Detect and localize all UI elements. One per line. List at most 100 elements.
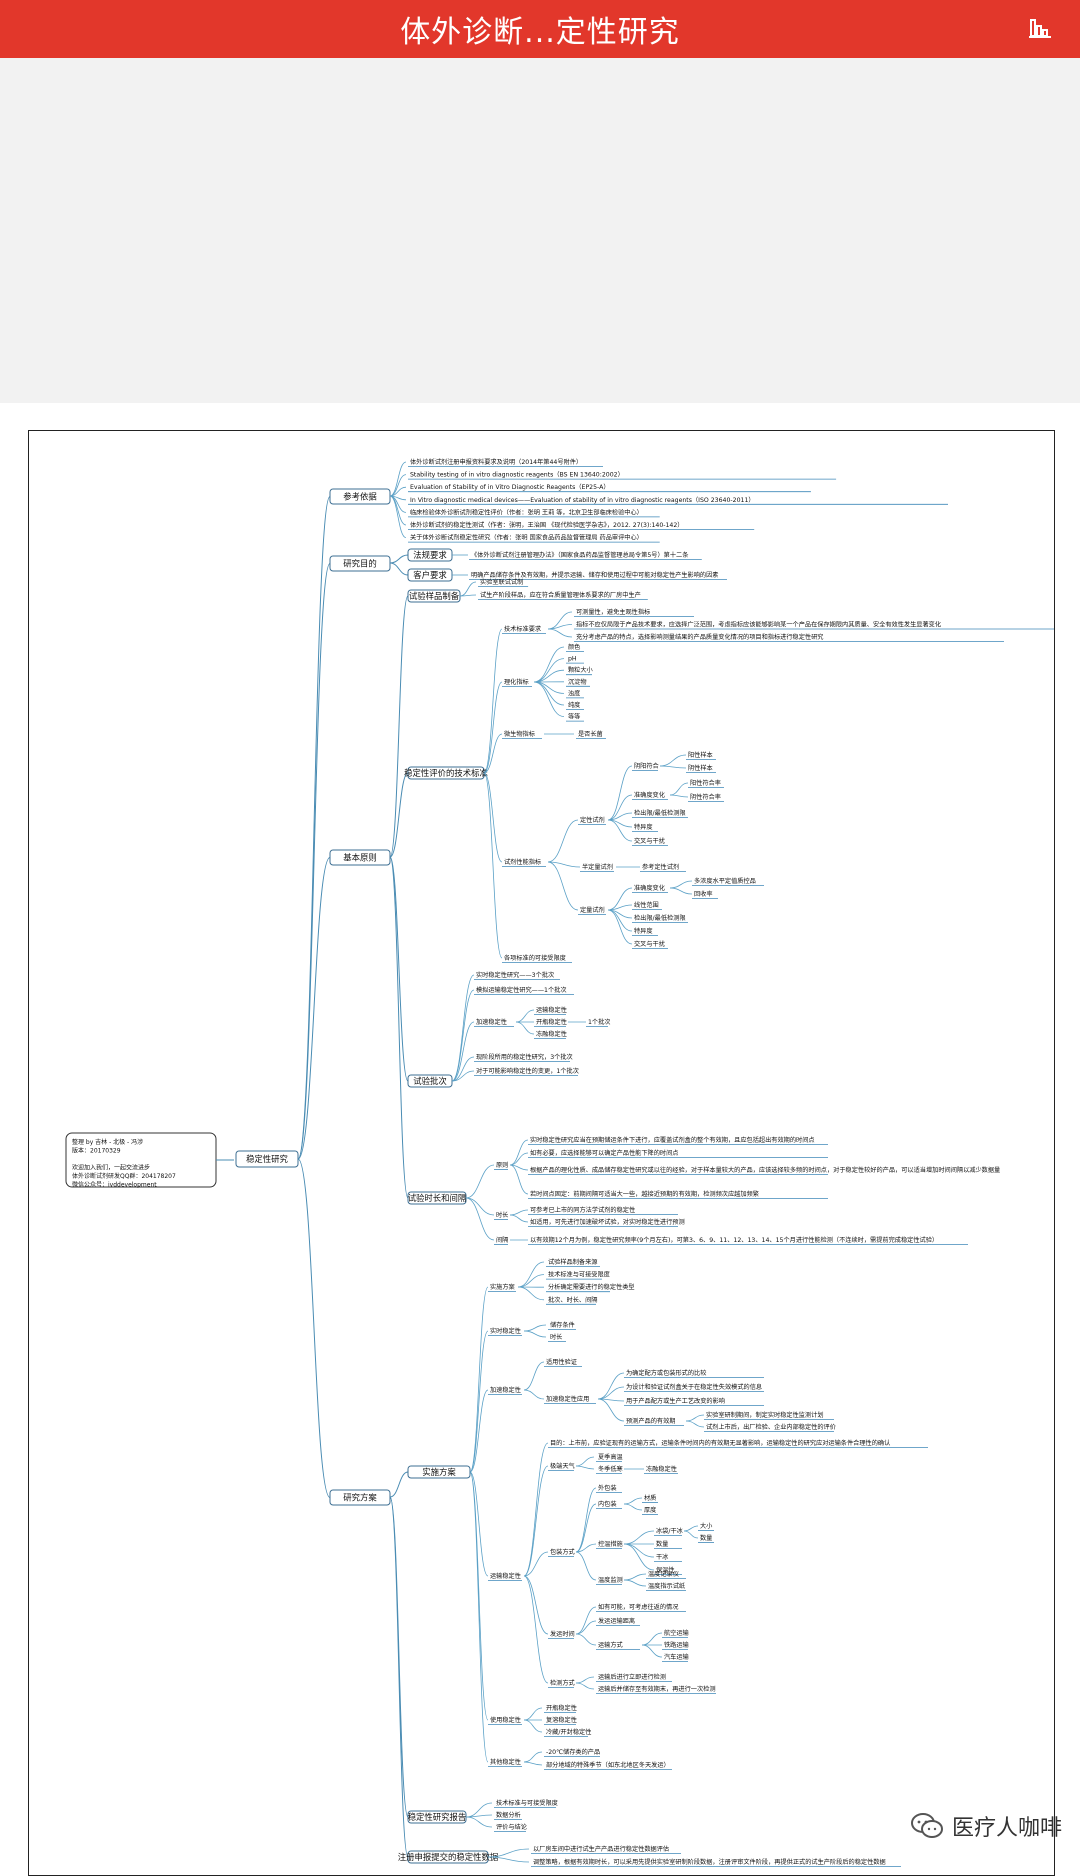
connector [469,1471,489,1577]
connector [623,1497,643,1505]
connector [547,861,579,911]
pack-temp-2: 干冰 [656,1553,669,1561]
batch-sub-0: 运输稳定性 [536,1006,567,1014]
batch-item-4: 对于可能影响稳定性的变更，1个批次 [476,1067,579,1075]
batch-sub-1: 开瓶稳定性 [536,1018,567,1026]
pack-inner-0: 材质 [644,1494,656,1502]
connector [575,1633,597,1646]
quant-sub2-0: 多浓度水平定值质控品 [694,877,756,885]
batch-item-3: 现阶段所用的稳定性研究，3个批次 [476,1053,573,1061]
impl-item-2: 分析确定需要进行的稳定性类型 [548,1283,635,1291]
connector [389,1496,409,1818]
realtime-item-1: 时长 [550,1333,562,1341]
connector [623,1579,647,1587]
ref-item-6: 关于体外诊断试剂稳定性研究（作者：张明 国家食品药品监督管理局 药品审评中心） [410,534,643,542]
duration-1: 如适用，可先进行加速破坏试验，对实时稳定性进行预测 [530,1218,685,1226]
connector [575,1487,597,1553]
connector [389,772,409,858]
connector [685,1420,705,1428]
connector [389,856,409,1082]
connector [389,495,407,538]
connector [509,1139,529,1166]
report-item-1: 数据分析 [496,1811,521,1819]
author-note-line-3: 欢迎加入我们，一起交流进步 [72,1164,150,1172]
semi-item-0: 参考定性试剂 [642,863,679,871]
root-node: 稳定性研究 [246,1154,288,1164]
empty-content-area [0,58,1080,403]
connector [483,772,503,863]
connector [533,681,565,694]
connector [623,1503,643,1511]
quant-sub-0: 准确度变化 [634,884,665,892]
pack-item-1: 内包装 [598,1500,617,1508]
author-note-line-1: 版本：20170329 [72,1147,121,1155]
author-note-line-5: 微信公众号：ivddevelopment [72,1181,157,1189]
bar-chart-icon[interactable] [1028,16,1052,40]
connector [517,1261,545,1288]
principle-3: 若时间点固定：前期间隔可适当大一些，越接近预期的有效期，检测频次应越加频繁 [530,1190,759,1198]
connector [465,1814,493,1818]
connector [575,1465,595,1470]
connector [509,1164,529,1195]
test-item-1: 运输后并储存至有效期末，再进行一次检测 [598,1685,716,1693]
connector [623,1530,655,1545]
connector [575,1620,597,1635]
pack-item-2: 控温措施 [598,1540,623,1548]
batch-item-0: 实时稳定性研究——3个批次 [476,971,554,979]
qual-sub-1: 准确度变化 [634,791,665,799]
physchem-item-1: pH [568,656,577,663]
weather: 极端天气 [550,1462,575,1470]
other-item-0: -20℃储存类的产品 [546,1748,600,1756]
other: 其他稳定性 [490,1758,521,1766]
connector [547,819,579,863]
report: 稳定性研究报告 [408,1812,467,1822]
physchem: 理化指标 [504,678,529,686]
test-mode: 检测方式 [550,1679,575,1687]
ship-mode-2: 汽车运输 [664,1653,690,1661]
connector [459,594,477,597]
test-item-0: 运输后进行立即进行检测 [598,1673,666,1681]
tech-other: 各项标准的可接受限度 [504,954,566,962]
connector [575,1676,595,1684]
qual-sub2-0: 阳性样本 [688,751,713,759]
sample-item-1: 试生产阶段样品，应在符合质量管理体系要求的厂房中生产 [480,591,641,599]
quant-sub-2: 检出限/最低检测限 [634,914,686,922]
report-item-2: 评价与结论 [496,1823,528,1831]
connector [623,1543,655,1571]
qual-sub-0: 阴阳符合 [634,762,659,770]
ref-item-3: In Vitro diagnostic medical devices——Eva… [410,497,755,504]
connector [389,856,409,1199]
report-item-0: 技术标准与可接受限度 [496,1799,558,1807]
ref-item-2: Evaluation of Stability of in Vitro Diag… [410,484,610,491]
accel-app-0: 为确定配方或包装形式的比较 [626,1369,706,1377]
connector [575,1543,597,1553]
ship-item-1: 发运运输距离 [598,1617,635,1625]
connector [523,1761,543,1766]
accel-item-0: 适用性验证 [546,1358,577,1366]
connector [515,1009,535,1023]
pack-monitor-1: 温度指示试纸 [648,1582,685,1590]
accel-app-1: 为设计和验证试剂盒关于在稳定性失效模式的信息 [626,1383,762,1391]
physchem-item-5: 纯度 [568,701,580,709]
connector [575,1551,597,1581]
impl-item-3: 批次、时长、间隔 [548,1296,598,1304]
mindmap: 整理 by 吉林 - 北极 - 冯涉版本：20170329欢迎加入我们，一起交流… [65,458,1054,1867]
connector [547,628,573,638]
purpose-text-1: 明确产品储存条件及有效期，并提示运输、储存和使用过程中可能对稳定性产生影响的因素 [471,571,719,579]
purpose-text-0: 《体外诊断试剂注册管理办法》（国家食品药品监督管理总局令第5号）第十二条 [471,551,688,559]
principle-2: 根据产品的理化性质、成品储存稳定性研究或以往的经验，对于样本量较大的产品，应该选… [530,1166,1000,1174]
accel-app-2: 用于产品配方或生产工艺改变的影响 [626,1397,725,1405]
connector [465,1816,493,1828]
duration-0: 可参考已上市的同方法学试剂的稳定性 [530,1206,635,1214]
tech-req-item-2: 充分考虑产品的特点，选择影响测量结果的产品质量变化情况的项目和指标进行稳定性研究 [576,633,824,641]
freeze: 冻融稳定性 [646,1465,677,1473]
tech-req-item-1: 指标不应仅局限于产品技术要求，应选择广泛范围，考虑指标应该能够影响某一个产品在保… [576,621,941,629]
connector [483,733,503,774]
connector [469,1286,489,1473]
connector [487,1856,530,1863]
connector [469,1471,489,1763]
connector [389,595,409,858]
author-note-line-4: 体外诊断试剂研发QQ群：204178207 [72,1172,176,1180]
connector [389,562,409,576]
ref-item-0: 体外诊断试剂注册申报资料要求及说明（2014年第44号附件） [410,458,582,466]
